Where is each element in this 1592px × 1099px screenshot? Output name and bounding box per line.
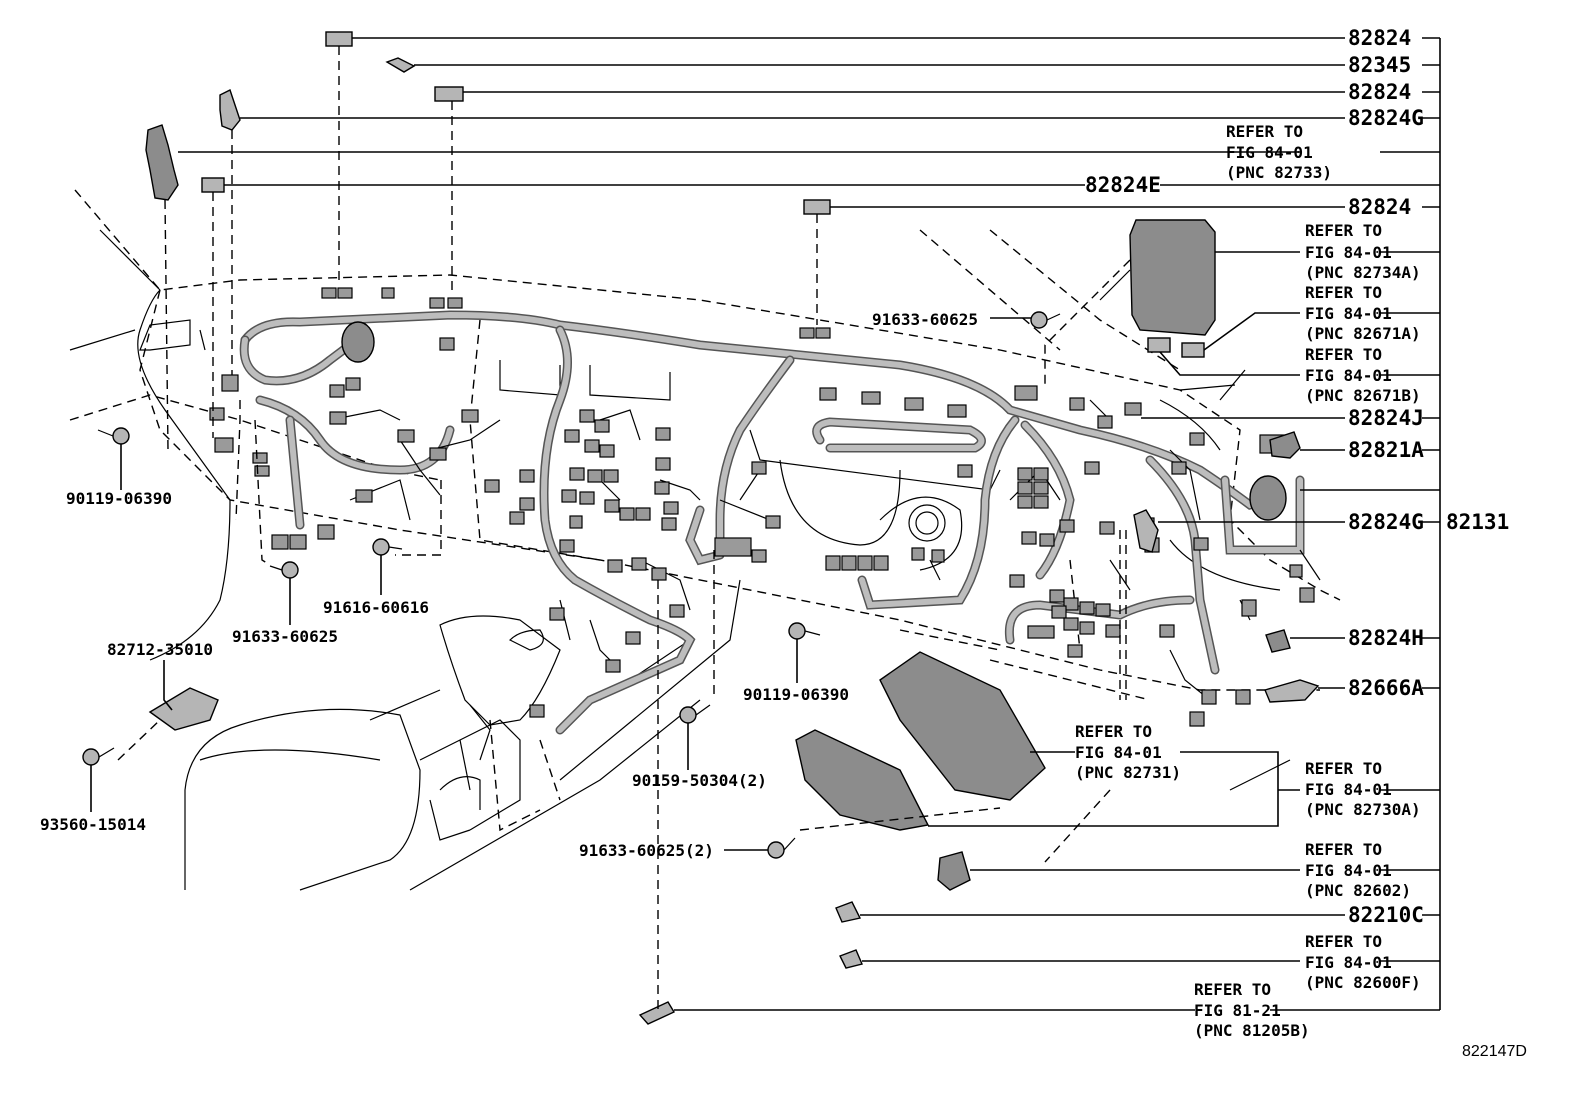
bolt (82, 747, 115, 766)
body-contours (69, 229, 1291, 791)
drop-lines (117, 46, 1131, 1010)
refer-pnc: (PNC 82671B) (1305, 386, 1421, 405)
part-number-labels: 91633-60625 90119-06390 91616-60616 9163… (40, 310, 978, 860)
label-91633-60625-lower: 91633-60625 (232, 627, 338, 646)
refer-to-text: REFER TO (1194, 980, 1271, 999)
refer-to-text: REFER TO (1305, 840, 1382, 859)
label-93560-15014: 93560-15014 (40, 815, 146, 834)
label-82824G-top: 82824G (1348, 106, 1424, 130)
connector-82821A (1269, 431, 1301, 459)
label-82824-second: 82824 (1348, 80, 1411, 104)
bracket-82824G (219, 89, 241, 131)
refer-pnc: (PNC 82600F) (1305, 973, 1421, 992)
ecu-82730A (795, 729, 930, 831)
refer-pnc: (PNC 82730A) (1305, 800, 1421, 819)
console-outline (184, 579, 741, 891)
fuse-82600F (839, 949, 863, 969)
grommet (1249, 475, 1287, 521)
label-91633-60625-upper: 91633-60625 (872, 310, 978, 329)
refer-to-text: REFER TO (1305, 221, 1382, 240)
label-82210C: 82210C (1348, 903, 1424, 927)
label-82824-third: 82824 (1348, 195, 1411, 219)
refer-to-text: REFER TO (1226, 122, 1303, 141)
connector-82824E (201, 177, 225, 193)
label-82824G-lower: 82824G (1348, 510, 1424, 534)
relay-82210C (835, 901, 862, 923)
junction-block-82734A (1129, 219, 1216, 336)
refer-pnc: (PNC 82602) (1305, 881, 1411, 900)
label-82345: 82345 (1348, 53, 1411, 77)
label-82824J: 82824J (1348, 406, 1424, 430)
branch-wires (329, 399, 1321, 701)
clip-82666A (1264, 679, 1320, 703)
bolt (788, 622, 821, 640)
bolt (1030, 311, 1061, 329)
connector-82824 (803, 199, 831, 215)
refer-fig: FIG 84-01 (1305, 243, 1392, 262)
refer-to-text: REFER TO (1305, 345, 1382, 364)
label-82131: 82131 (1446, 510, 1509, 534)
refer-pnc: (PNC 82671A) (1305, 324, 1421, 343)
refer-fig: FIG 84-01 (1305, 861, 1392, 880)
bolt (97, 427, 130, 445)
clip-82345 (385, 57, 416, 73)
bolt (679, 704, 711, 724)
refer-pnc: (PNC 82733) (1226, 163, 1332, 182)
refer-fig: FIG 81-21 (1194, 1001, 1281, 1020)
ecu-82731 (879, 651, 1046, 801)
refer-fig: FIG 84-01 (1305, 780, 1392, 799)
label-90159-50304: 90159-50304(2) (632, 771, 767, 790)
fastener-81205B (638, 1001, 676, 1025)
refer-fig: FIG 84-01 (1226, 143, 1313, 162)
module-82733 (145, 124, 179, 201)
refer-pnc: (PNC 82734A) (1305, 263, 1421, 282)
relay-82602 (937, 851, 971, 891)
label-82824H: 82824H (1348, 626, 1424, 650)
label-82666A: 82666A (1348, 676, 1424, 700)
refer-fig: FIG 84-01 (1305, 304, 1392, 323)
leader-lines (90, 37, 1441, 1011)
holder-82824G (1133, 509, 1159, 553)
label-82821A: 82821A (1348, 438, 1424, 462)
refer-fig: FIG 84-01 (1075, 743, 1162, 762)
label-90119-06390-left: 90119-06390 (66, 489, 172, 508)
label-90119-06390-center: 90119-06390 (743, 685, 849, 704)
bracket-82712 (148, 687, 219, 731)
label-82824-top: 82824 (1348, 26, 1411, 50)
relay-82671 (1181, 342, 1205, 358)
grommet (341, 321, 375, 363)
refer-to-text: REFER TO (1075, 722, 1152, 741)
harness-connectors (209, 287, 1315, 727)
bolt (269, 561, 299, 579)
right-labels: 82824 82345 82824 82824G 82824E 82824 82… (1085, 26, 1509, 927)
label-91616-60616: 91616-60616 (323, 598, 429, 617)
parts (82, 31, 1320, 1025)
connector-82824H (1265, 629, 1291, 653)
connector-82824 (325, 31, 353, 47)
refer-pnc: (PNC 82731) (1075, 763, 1181, 782)
refer-to-text: REFER TO (1305, 932, 1382, 951)
bolt (767, 837, 796, 859)
refer-fig: FIG 84-01 (1305, 366, 1392, 385)
refer-pnc: (PNC 81205B) (1194, 1021, 1310, 1040)
drawing-number: 822147D (1462, 1043, 1527, 1060)
connector-82824 (434, 86, 464, 102)
label-82712-35010: 82712-35010 (107, 640, 213, 659)
refer-blocks: REFER TO FIG 84-01 (PNC 82733) REFER TO … (1075, 122, 1421, 1040)
refer-to-text: REFER TO (1305, 283, 1382, 302)
relay-82671 (1147, 337, 1171, 353)
refer-to-text: REFER TO (1305, 759, 1382, 778)
bolt (372, 538, 403, 556)
label-91633-60625-2: 91633-60625(2) (579, 841, 714, 860)
label-82824E: 82824E (1085, 173, 1161, 197)
refer-fig: FIG 84-01 (1305, 953, 1392, 972)
